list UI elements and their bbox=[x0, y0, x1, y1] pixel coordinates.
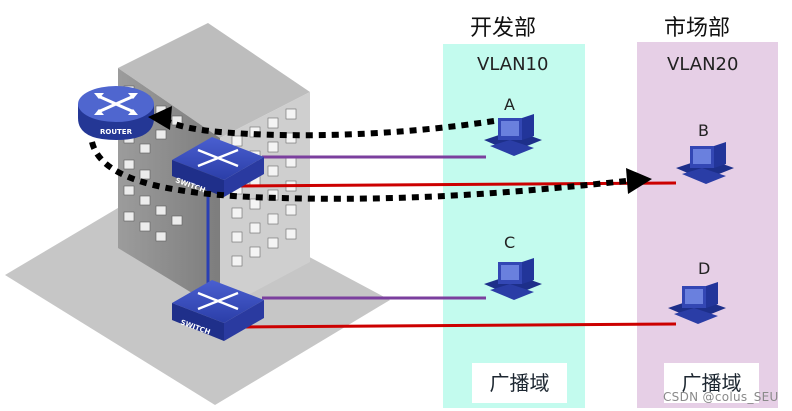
vlan10-panel bbox=[443, 44, 585, 408]
vlan-label-20: VLAN20 bbox=[667, 54, 739, 75]
pc-b-icon bbox=[676, 142, 734, 184]
inter-vlan-path bbox=[164, 118, 495, 139]
pc-label-a: A bbox=[504, 95, 515, 114]
pc-d-icon bbox=[668, 282, 726, 324]
link-switch-bottom-d bbox=[244, 322, 677, 329]
pc-a-icon bbox=[484, 114, 542, 156]
vlan-label-10: VLAN10 bbox=[477, 54, 549, 75]
pc-label-b: B bbox=[698, 121, 709, 140]
switch-top-icon: SWITCH bbox=[172, 137, 264, 197]
dept-title-mkt: 市场部 bbox=[664, 16, 731, 41]
broadcast-domain-mkt: 广播域 bbox=[664, 363, 759, 403]
vlan20-panel bbox=[637, 42, 778, 408]
broadcast-domain-dev: 广播域 bbox=[472, 363, 567, 403]
arrow-to-router-icon bbox=[148, 106, 172, 130]
inter-vlan-return-path bbox=[89, 141, 627, 202]
dept-title-dev: 开发部 bbox=[470, 16, 537, 41]
pc-label-d: D bbox=[698, 259, 711, 278]
pc-label-c: C bbox=[504, 233, 516, 252]
router-icon: ROUTER bbox=[78, 86, 154, 140]
pc-c-icon bbox=[484, 258, 542, 300]
router-label: ROUTER bbox=[100, 128, 133, 136]
link-switch-top-b bbox=[239, 181, 677, 188]
watermark: CSDN @colus_SEU bbox=[663, 390, 779, 404]
arrow-to-b-icon bbox=[626, 168, 652, 194]
